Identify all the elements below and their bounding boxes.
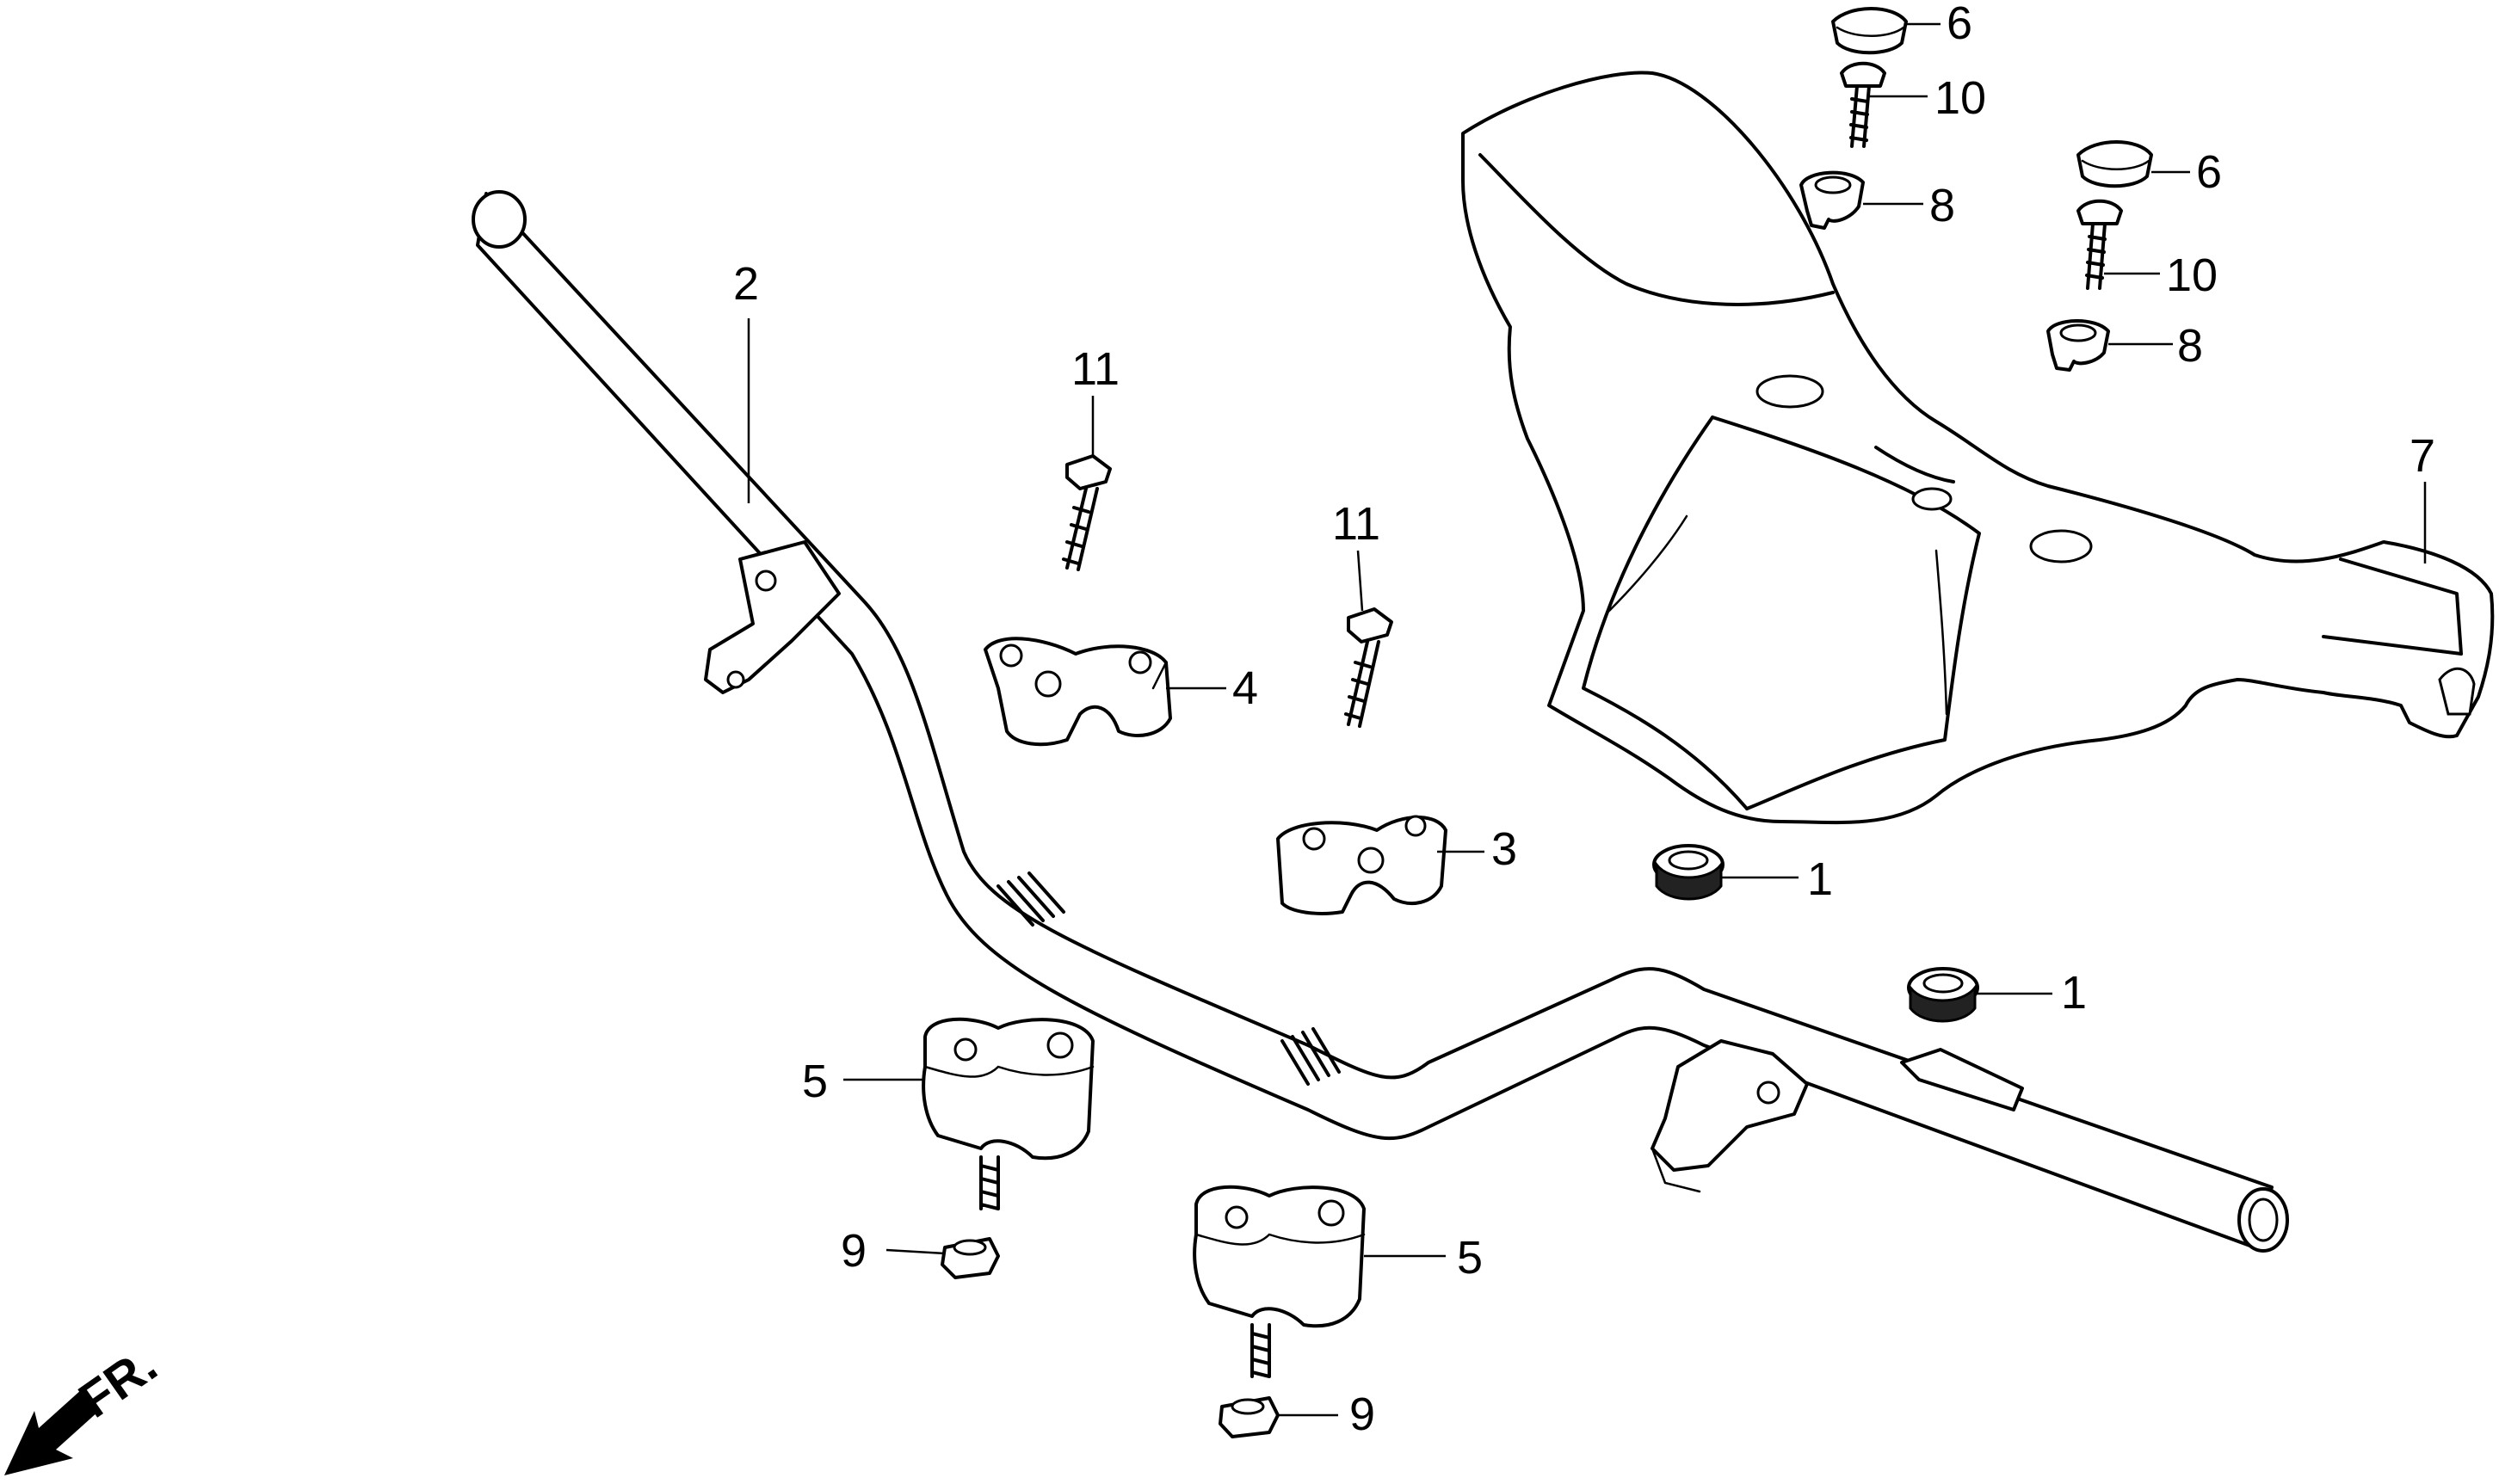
bushing-1b [1907, 967, 1979, 1023]
cap-6a [1831, 7, 1908, 55]
label-7: 7 [2410, 430, 2435, 482]
callout-labels: 2 11 11 4 3 1 1 5 5 9 9 6 6 10 10 8 8 7 [733, 0, 2435, 1440]
label-11-b: 11 [1332, 498, 1380, 550]
bolt-11b [1344, 607, 1393, 728]
front-direction-indicator: FR. [4, 1337, 167, 1475]
label-6-b: 6 [2196, 146, 2222, 198]
holder-5a [922, 1017, 1095, 1210]
screw-10b [2076, 199, 2123, 290]
label-1-a: 1 [1807, 853, 1833, 905]
label-5-b: 5 [1457, 1232, 1483, 1284]
handlebar [472, 190, 2289, 1253]
nut-9b [1219, 1396, 1280, 1438]
label-5-a: 5 [802, 1056, 828, 1107]
label-10-a: 10 [1934, 72, 1986, 124]
bolt-11a [1062, 454, 1112, 571]
label-9-b: 9 [1349, 1389, 1375, 1440]
holder-upper [984, 637, 1172, 747]
collar-8a [1799, 170, 1865, 230]
label-1-b: 1 [2061, 967, 2087, 1019]
label-11-a: 11 [1071, 343, 1120, 395]
handlebar-cover [1461, 71, 2495, 825]
bushing-1a [1652, 844, 1725, 901]
label-10-b: 10 [2166, 249, 2218, 301]
label-8-b: 8 [2177, 320, 2203, 372]
holder-5b [1193, 1185, 1366, 1378]
label-2: 2 [733, 258, 759, 310]
cap-6b [2076, 140, 2153, 188]
label-6-a: 6 [1947, 0, 1972, 49]
nut-9a [941, 1237, 1000, 1279]
label-3: 3 [1491, 823, 1517, 875]
screw-10a [1840, 61, 1886, 148]
label-4: 4 [1232, 662, 1258, 714]
front-arrow-icon [4, 1389, 99, 1475]
collar-8b [2046, 319, 2110, 372]
leader-lines [747, 22, 2427, 1417]
label-8-a: 8 [1929, 180, 1955, 231]
label-9-a: 9 [841, 1225, 867, 1277]
holder-lower [1276, 815, 1447, 915]
